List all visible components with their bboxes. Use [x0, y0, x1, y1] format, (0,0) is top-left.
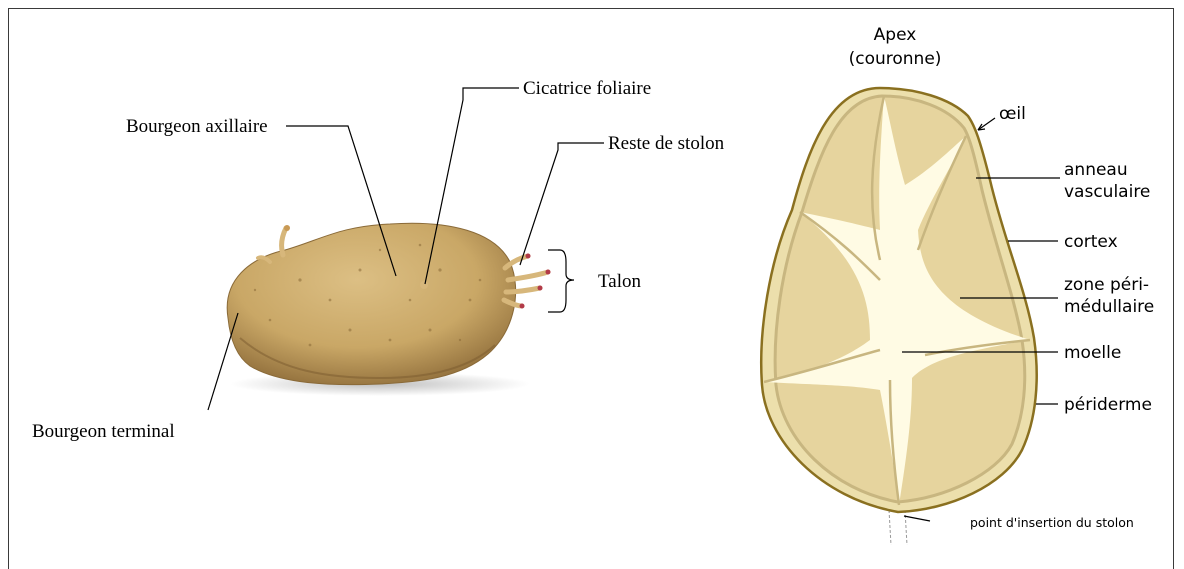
label-periderme: périderme — [1064, 395, 1152, 415]
label-reste-de-stolon: Reste de stolon — [608, 133, 725, 154]
leader-stolon — [904, 516, 930, 521]
label-bourgeon-axillaire: Bourgeon axillaire — [126, 116, 268, 137]
stolon-stub — [889, 510, 907, 545]
label-cortex: cortex — [1064, 232, 1118, 252]
label-anneau: anneau — [1064, 160, 1128, 180]
label-moelle: moelle — [1064, 343, 1121, 363]
label-bourgeon-terminal: Bourgeon terminal — [32, 421, 175, 442]
label-medullaire: médullaire — [1064, 297, 1154, 317]
label-cicatrice-foliaire: Cicatrice foliaire — [523, 78, 651, 99]
label-talon: Talon — [598, 271, 641, 292]
label-zone-peri: zone péri- — [1064, 275, 1149, 295]
label-point-insertion-stolon: point d'insertion du stolon — [970, 515, 1134, 530]
leader-bourgeon-terminal — [208, 313, 238, 410]
label-oeil: œil — [999, 104, 1026, 124]
leader-oeil — [978, 118, 995, 130]
label-couronne: (couronne) — [849, 49, 942, 69]
potato-photo — [227, 223, 550, 396]
leader-reste-stolon — [520, 143, 604, 265]
label-vasculaire: vasculaire — [1064, 182, 1150, 202]
talon-brace — [548, 250, 574, 312]
label-apex: Apex — [874, 25, 917, 45]
tuber-cross-section — [761, 88, 1036, 545]
sprout-axillary — [420, 281, 428, 289]
